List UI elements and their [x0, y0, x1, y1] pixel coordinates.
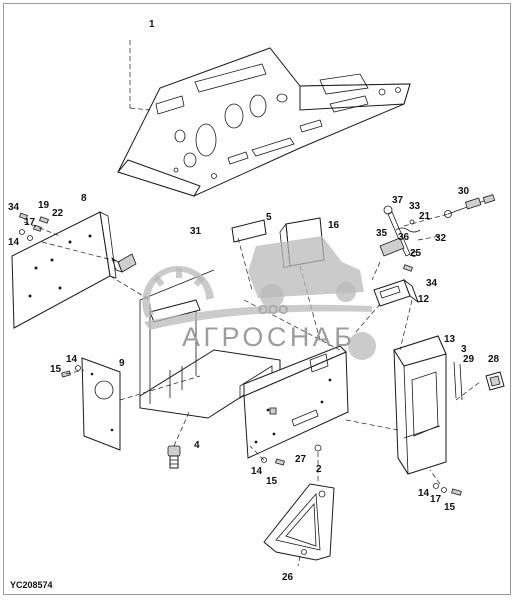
callout-28: 28 [488, 354, 500, 365]
callout-15-lower: 15 [266, 476, 278, 487]
clip-28 [485, 371, 505, 391]
drawing-code: YC208574 [10, 580, 53, 590]
callout-15-plate: 15 [50, 364, 62, 375]
dashboard-console [117, 47, 411, 197]
callout-17-console: 17 [430, 494, 442, 505]
callout-22: 22 [52, 208, 64, 219]
callout-16: 16 [328, 220, 340, 231]
callout-9: 9 [119, 358, 125, 369]
callout-4: 4 [194, 440, 200, 451]
watermark-logo [142, 236, 376, 360]
callout-19: 19 [38, 200, 50, 211]
left-side-panel [11, 211, 137, 329]
callout-3: 3 [461, 344, 467, 355]
callout-8: 8 [81, 193, 87, 204]
callout-25: 25 [410, 248, 422, 259]
callout-21: 21 [419, 211, 431, 222]
lower-fasteners [261, 444, 462, 496]
callout-37: 37 [392, 195, 404, 206]
watermark-company-name: АГРОСНАБ [182, 322, 352, 352]
leader-lines [23, 40, 481, 567]
callout-32: 32 [435, 233, 447, 244]
callout-33: 33 [409, 201, 421, 212]
seal-strips [453, 361, 463, 401]
callout-12: 12 [418, 294, 430, 305]
support-bracket-2 [263, 483, 335, 561]
watermark-abbr: ООО [258, 302, 288, 317]
rear-access-panel [243, 345, 349, 459]
cover-plate-9 [61, 357, 121, 451]
diagram-frame [3, 3, 511, 595]
callout-14-console: 14 [418, 488, 430, 499]
connector-plug-4 [167, 445, 181, 469]
callout-35: 35 [376, 228, 388, 239]
callout-1: 1 [149, 19, 155, 30]
callout-13: 13 [444, 334, 456, 345]
callout-34-upper-left: 34 [8, 202, 20, 213]
callout-29: 29 [463, 354, 475, 365]
callout-14-plate: 14 [66, 354, 78, 365]
callout-15-console: 15 [444, 502, 456, 513]
throttle-lever-assembly [379, 194, 496, 272]
callout-17-upper-left: 17 [24, 217, 36, 228]
side-console-13 [393, 335, 447, 475]
callout-26: 26 [282, 572, 294, 583]
callout-14-upper-left: 14 [8, 237, 20, 248]
callout-5: 5 [266, 212, 272, 223]
cab-support-frame [139, 269, 281, 419]
callout-27: 27 [295, 454, 307, 465]
switch-module-12 [373, 278, 420, 307]
callout-30: 30 [458, 186, 470, 197]
callout-34-lever: 34 [426, 278, 438, 289]
callout-labels: 1 2 3 4 5 8 9 12 13 14 14 14 14 15 15 15… [8, 19, 500, 583]
callout-14-lower: 14 [251, 466, 263, 477]
callout-31: 31 [190, 226, 202, 237]
callout-36: 36 [398, 232, 410, 243]
callout-2: 2 [316, 464, 322, 475]
